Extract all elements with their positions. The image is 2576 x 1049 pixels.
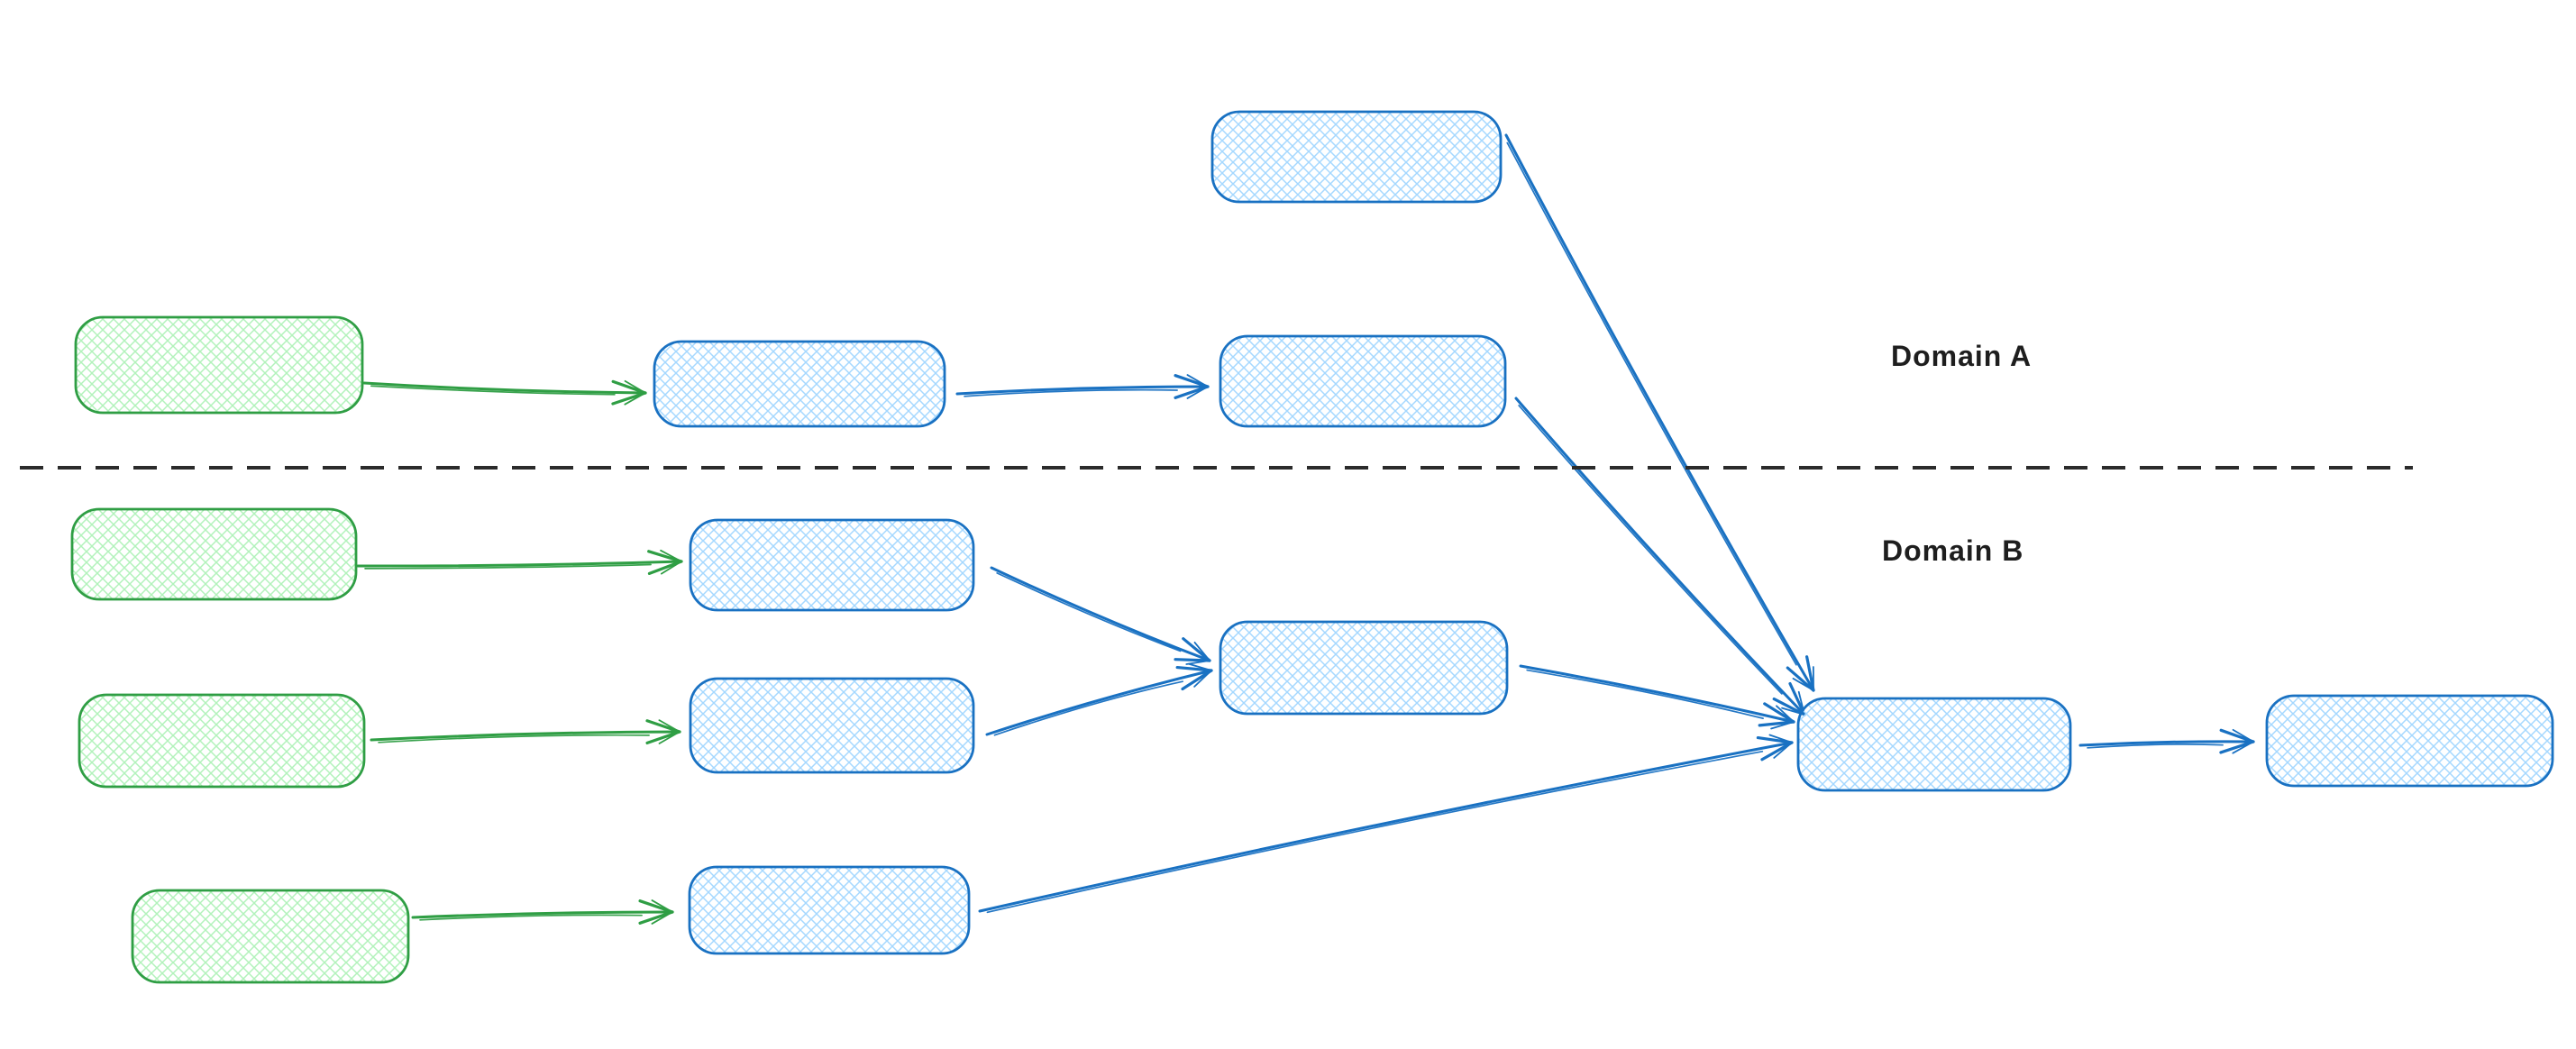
edge-line-twin [986, 750, 1764, 914]
arrowhead-stroke [1805, 655, 1815, 692]
arrowhead-stroke [2232, 728, 2254, 743]
edge-line-twin [1526, 669, 1764, 719]
edge-line-twin [364, 563, 652, 570]
arrowhead-stroke [1770, 721, 1795, 730]
node-output[interactable] [2265, 694, 2554, 788]
edge-line-twin [419, 914, 643, 921]
arrowhead-stroke [2219, 728, 2255, 743]
edge-line-twin [1506, 141, 1797, 666]
arrowhead-stroke [1186, 386, 1209, 399]
arrowhead-stroke [1182, 637, 1211, 662]
arrowhead-stroke [1772, 697, 1806, 716]
arrowhead-stroke [624, 379, 646, 394]
edge-b-source-1-to-b-stage-1[interactable] [356, 549, 683, 576]
edge-line [1504, 133, 1815, 692]
domain-a-label[interactable]: Domain A [1891, 340, 2032, 372]
edge-line-twin [996, 572, 1182, 652]
arrowhead-stroke [1193, 641, 1210, 661]
node-a-input-top[interactable] [1210, 110, 1503, 204]
arrowhead-stroke [647, 550, 683, 563]
edge-line [985, 669, 1213, 736]
arrowhead-stroke [1174, 374, 1210, 388]
node-b-source-2[interactable] [78, 693, 366, 789]
arrowhead-stroke [1174, 385, 1210, 399]
node-b-source-3[interactable] [131, 889, 410, 984]
edge-line-twin [964, 388, 1178, 397]
edges-layer [356, 133, 2255, 925]
arrowhead-stroke [611, 379, 647, 395]
node-b-merge[interactable] [1219, 620, 1509, 716]
arrowhead-stroke [1792, 678, 1814, 691]
edge-line-twin [378, 734, 650, 743]
arrowhead-stroke [2219, 740, 2255, 754]
nodes-layer [70, 110, 2554, 984]
edge-line-twin [993, 680, 1183, 736]
edge-line [362, 381, 647, 395]
edge-line [1514, 397, 1806, 716]
arrowhead-stroke [645, 719, 681, 734]
arrowhead-stroke [1174, 658, 1211, 662]
edge-line-twin [1518, 405, 1783, 695]
arrowhead-stroke [1175, 665, 1213, 672]
arrowhead-stroke [647, 560, 683, 576]
arrowhead-stroke [638, 910, 674, 925]
arrowhead-stroke [1760, 741, 1794, 762]
edge-line [411, 910, 674, 919]
edge-line-twin [2087, 743, 2224, 749]
arrowhead-stroke [1786, 666, 1815, 692]
node-a-stage-2[interactable] [1219, 334, 1507, 428]
arrowhead-stroke [1193, 670, 1212, 688]
node-b-source-1[interactable] [70, 507, 358, 601]
edge-a-input-top-to-hub[interactable] [1504, 133, 1815, 692]
edge-a-source-to-a-stage-1[interactable] [362, 379, 647, 406]
edge-line [356, 560, 683, 568]
arrowhead-stroke [660, 549, 682, 562]
edge-line [1519, 664, 1795, 724]
edge-line [2078, 740, 2255, 747]
arrowhead-stroke [645, 730, 681, 745]
arrowhead-stroke [1186, 374, 1209, 388]
arrowhead-stroke [611, 391, 647, 406]
arrowhead-stroke [1188, 662, 1212, 671]
node-a-source[interactable] [74, 315, 364, 415]
node-hub[interactable] [1796, 697, 2072, 792]
edge-b-stage-3-to-hub[interactable] [978, 734, 1794, 914]
arrowhead-stroke [660, 561, 682, 575]
edge-b-merge-to-hub[interactable] [1519, 664, 1795, 730]
edge-a-stage-1-to-a-stage-2[interactable] [955, 374, 1210, 399]
edge-line [955, 385, 1210, 396]
edge-line [978, 741, 1794, 913]
node-b-stage-3[interactable] [688, 865, 971, 955]
arrowhead-stroke [1768, 734, 1793, 743]
edge-hub-to-output[interactable] [2078, 728, 2255, 754]
edge-b-source-2-to-b-stage-2[interactable] [370, 719, 681, 745]
arrowhead-stroke [624, 392, 646, 406]
node-b-stage-2[interactable] [689, 677, 975, 774]
arrowhead-stroke [1181, 669, 1213, 691]
arrowhead-stroke [2232, 741, 2254, 754]
edge-b-stage-1-to-b-merge[interactable] [990, 566, 1211, 665]
arrowhead-stroke [651, 911, 673, 925]
node-a-stage-1[interactable] [653, 340, 946, 428]
edge-b-stage-2-to-b-merge[interactable] [985, 662, 1213, 736]
arrowhead-stroke [1763, 702, 1795, 724]
edge-b-source-3-to-b-stage-3[interactable] [411, 899, 674, 925]
arrowhead-stroke [1756, 735, 1794, 744]
edge-line-twin [370, 385, 616, 396]
arrowhead-stroke [1758, 720, 1795, 727]
domain-b-label[interactable]: Domain B [1882, 534, 2023, 567]
edge-a-stage-2-to-hub[interactable] [1514, 397, 1806, 716]
arrowhead-stroke [658, 719, 681, 733]
arrowhead-stroke [638, 899, 674, 914]
edge-line [370, 730, 681, 742]
edge-line [990, 566, 1211, 662]
arrowhead-stroke [1773, 742, 1793, 759]
arrowhead-stroke [1776, 705, 1795, 723]
arrowhead-stroke [651, 899, 673, 913]
arrowhead-stroke [658, 731, 681, 744]
node-b-stage-1[interactable] [689, 518, 975, 612]
